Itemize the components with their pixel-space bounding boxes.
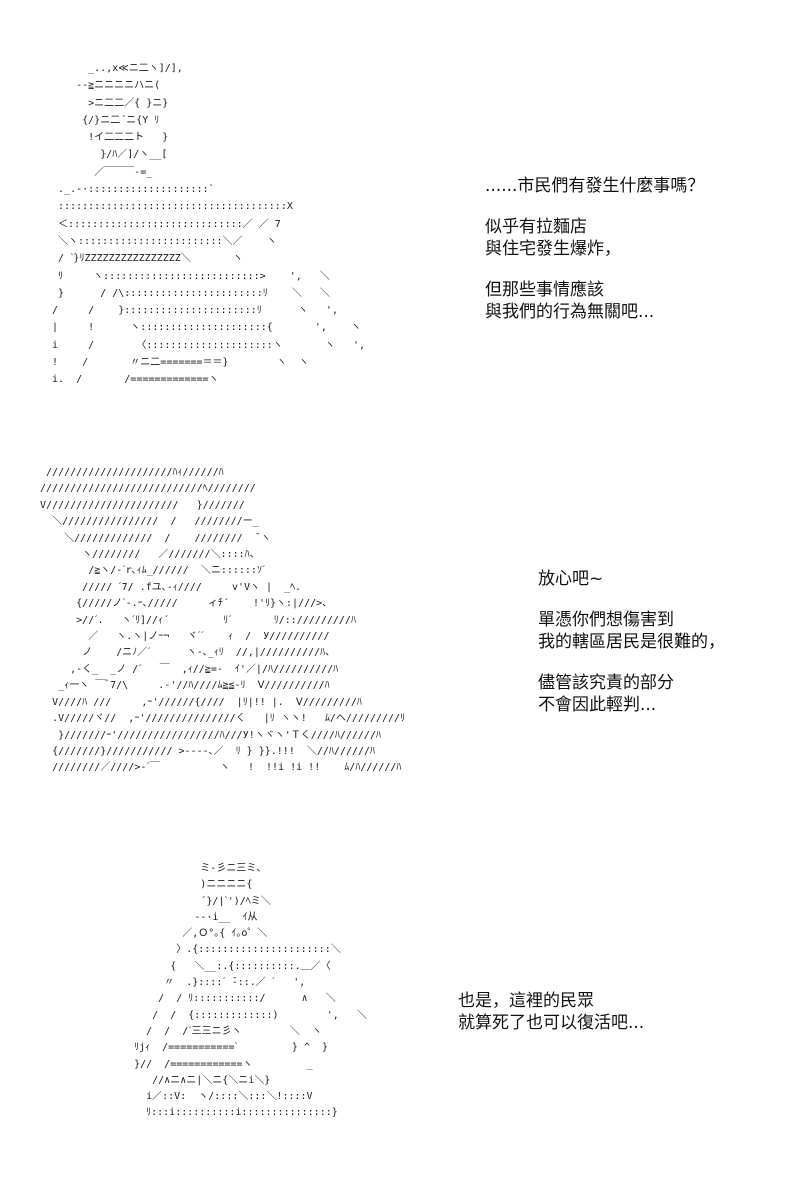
dialog-3: 也是，這裡的民眾 就算死了也可以復活吧... [458,990,644,1053]
panel-2: /////////////////////ﾊｨ//////ﾊ /////////… [0,455,800,830]
dialog-3-line-1: 也是，這裡的民眾 就算死了也可以復活吧... [458,991,645,1033]
dialog-1-line-3: 但那些事情應該 與我們的行為無關吧... [485,280,655,322]
dialog-2-line-2: 單憑你們想傷害到 我的轄區居民是很難的， [538,610,725,652]
dialog-1-line-1: ......市民們有發生什麼事嗎？ [485,176,705,196]
panel-1: _..,x≪ニ二ヽ]/], --≧ニニニニハニ( >ニ二二／{ }ニ} {/}ニ… [0,40,800,420]
ascii-art-figure-1: _..,x≪ニ二ヽ]/], --≧ニニニニハニ( >ニ二二／{ }ニ} {/}ニ… [52,63,366,386]
dialog-2-line-1: 放心吧~ [538,569,604,589]
ascii-art-figure-2: /////////////////////ﾊｨ//////ﾊ /////////… [40,467,406,774]
dialog-1: ......市民們有發生什麼事嗎？ 似乎有拉麵店 與住宅發生爆炸， 但那些事情應… [485,175,704,342]
dialog-2-line-3: 儘管該究責的部分 不會因此輕判... [538,673,674,715]
dialog-1-line-2: 似乎有拉麵店 與住宅發生爆炸， [485,217,621,259]
panel-3: ミ-彡ニ三ミ、 )ニニニニ{ ´}/|ˋ')/ﾍミ＼ --·i__ ｲ从 ／,Ｏ… [0,855,800,1185]
dialog-2: 放心吧~ 單憑你們想傷害到 我的轄區居民是很難的， 儘管該究責的部分 不會因此輕… [538,568,725,735]
ascii-art-figure-3: ミ-彡ニ三ミ、 )ニニニニ{ ´}/|ˋ')/ﾍミ＼ --·i__ ｲ从 ／,Ｏ… [134,863,367,1119]
